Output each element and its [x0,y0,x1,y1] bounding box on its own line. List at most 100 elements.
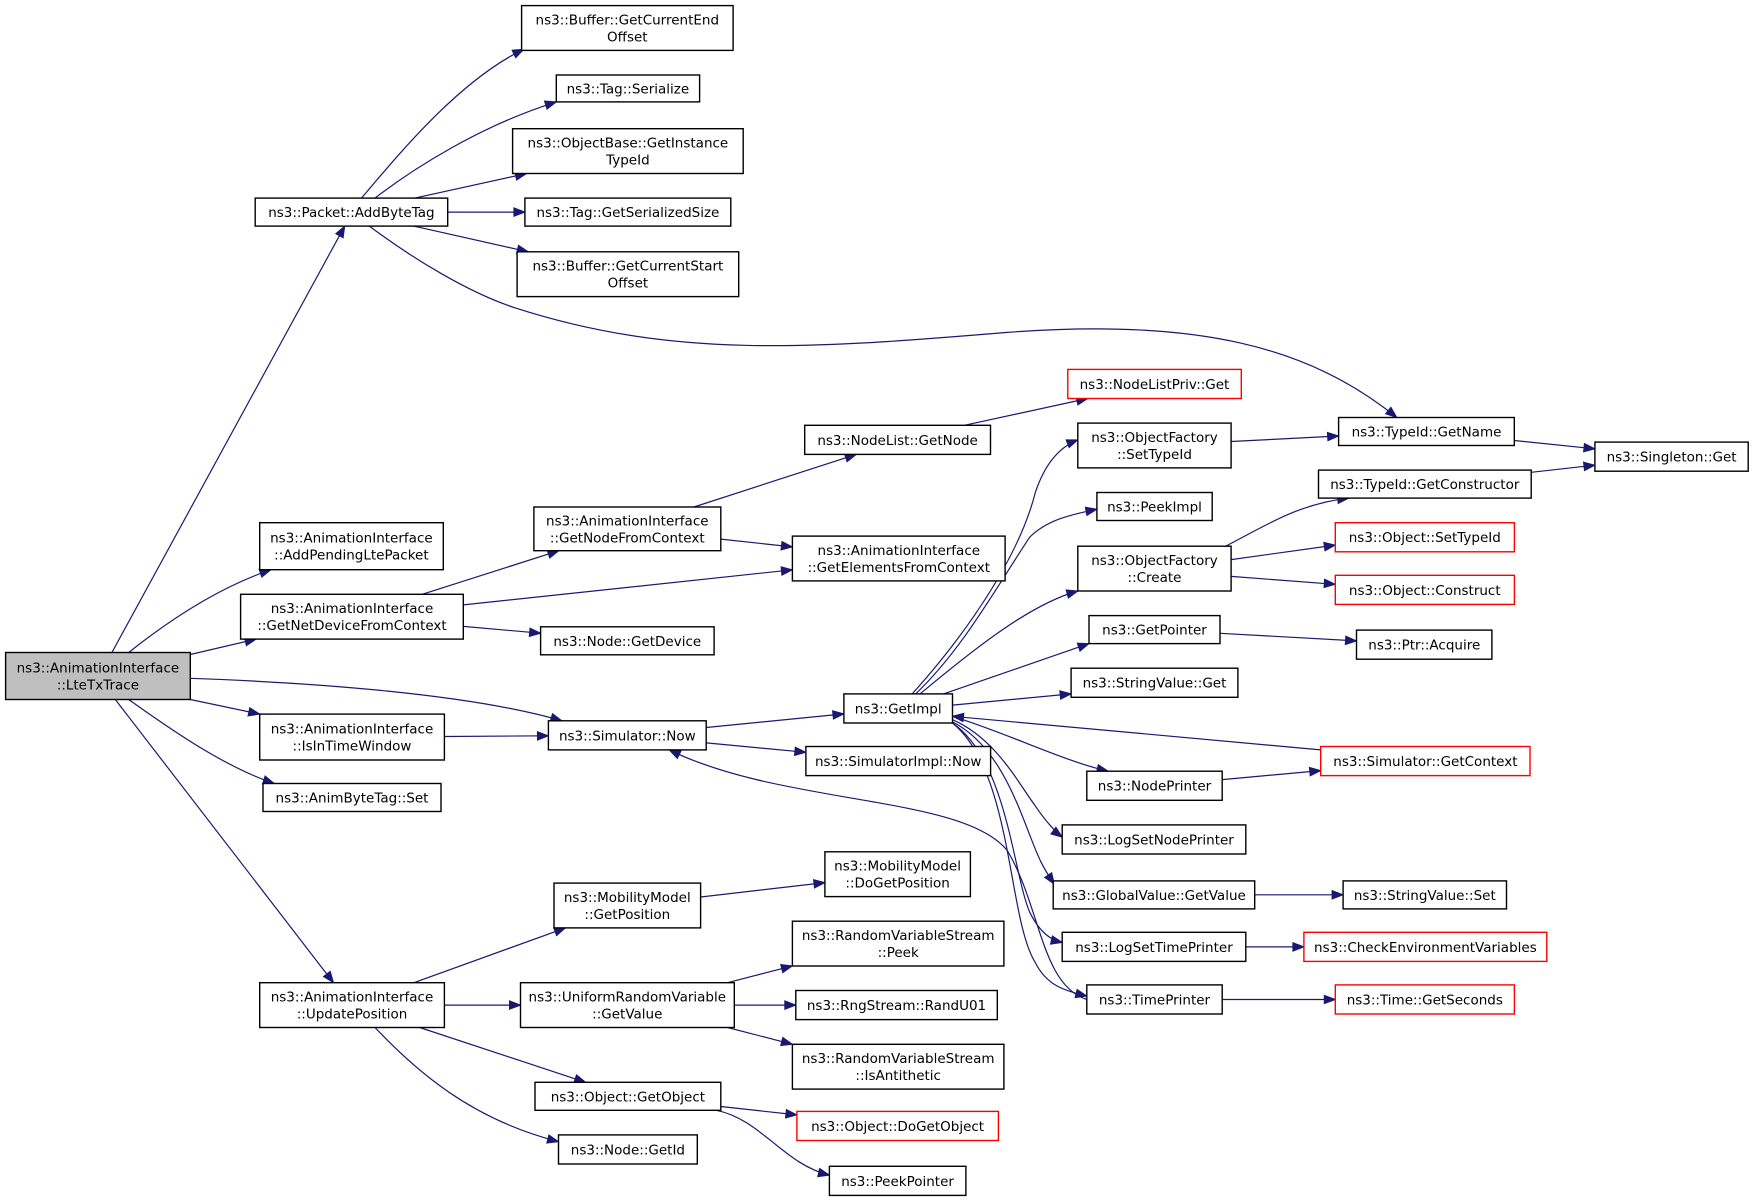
edge-line [1231,575,1336,585]
edge-line [463,625,541,634]
node-rvs_peek[interactable]: ns3::RandomVariableStream::Peek [791,920,1005,967]
arrow-head-icon [1065,439,1080,449]
arrow-head-icon [817,1167,831,1178]
node-rvs_isanti[interactable]: ns3::RandomVariableStream::IsAntithetic [791,1043,1005,1090]
arrow-head-icon [793,746,808,757]
node-obj_dogetobject[interactable]: ns3::Object::DoGetObject [796,1110,1000,1142]
edge-line [422,550,560,595]
node-stringvalue_get[interactable]: ns3::StringValue::Get [1070,667,1239,699]
node-label: ::GetNetDeviceFromContext [257,618,446,634]
node-sim_getcontext[interactable]: ns3::Simulator::GetContext [1319,745,1531,777]
node-updatepos[interactable]: ns3::AnimationInterface::UpdatePosition [259,982,446,1029]
node-logsetnodeprinter[interactable]: ns3::LogSetNodePrinter [1061,824,1247,855]
node-label: ns3::AnimByteTag::Set [276,791,429,807]
node-tag_size[interactable]: ns3::Tag::GetSerializedSize [524,197,732,227]
node-label: ns3::Object::SetTypeId [1349,530,1501,546]
node-addpending[interactable]: ns3::AnimationInterface::AddPendingLtePa… [259,522,445,571]
node-label: ::Peek [878,945,919,961]
edge-addbytetag-to-objbase [414,171,528,199]
node-typeid_getctor[interactable]: ns3::TypeId::GetConstructor [1317,469,1532,499]
node-box [1070,667,1239,699]
edge-root-to-addbytetag [111,224,346,653]
node-ptr_acquire[interactable]: ns3::Ptr::Acquire [1355,629,1493,660]
node-timeprinter[interactable]: ns3::TimePrinter [1086,984,1223,1015]
edge-line [706,742,806,753]
edge-line [915,508,1098,695]
node-of_create[interactable]: ns3::ObjectFactory::Create [1077,545,1232,592]
node-logsettimeprinter[interactable]: ns3::LogSetTimePrinter [1061,931,1247,963]
node-getpointer[interactable]: ns3::GetPointer [1088,614,1221,645]
node-rng_randu01[interactable]: ns3::RngStream::RandU01 [795,989,998,1021]
edge-getpointer-to-ptr_acquire [1219,632,1358,646]
edge-gv_getvalue-to-stringvalue_set [1254,889,1345,900]
node-getimpl[interactable]: ns3::GetImpl [843,693,954,724]
node-of_settypeid[interactable]: ns3::ObjectFactory::SetTypeId [1077,422,1232,469]
node-box [1067,368,1243,400]
edge-line [716,1109,830,1176]
node-getelements[interactable]: ns3::AnimationInterface::GetElementsFrom… [791,535,1006,582]
node-label: ::GetValue [592,1007,662,1023]
node-nodelist_getnode[interactable]: ns3::NodeList::GetNode [804,424,992,456]
node-obj_settypeid[interactable]: ns3::Object::SetTypeId [1334,522,1516,553]
node-label: ::GetPosition [584,907,670,923]
node-animset[interactable]: ns3::AnimByteTag::Set [262,782,442,813]
node-label: ns3::StringValue::Get [1083,676,1227,692]
node-obj_construct[interactable]: ns3::Object::Construct [1334,574,1516,606]
arrow-head-icon [780,540,794,551]
node-box [520,4,734,52]
edge-line [114,699,334,984]
node-singleton_get[interactable]: ns3::Singleton::Get [1594,441,1749,472]
node-box [843,693,954,724]
node-getnetdevice[interactable]: ns3::AnimationInterface::GetNetDeviceFro… [239,593,465,640]
node-node_getdevice[interactable]: ns3::Node::GetDevice [539,626,715,656]
node-time_getseconds[interactable]: ns3::Time::GetSeconds [1334,984,1516,1015]
node-box [524,197,732,227]
node-simimpl_now[interactable]: ns3::SimulatorImpl::Now [805,745,992,777]
edge-of_create-to-obj_settypeid [1231,541,1337,561]
node-label: ns3::ObjectBase::GetInstance [528,136,729,152]
node-label: ns3::AnimationInterface [818,543,981,559]
node-mm_dogetpos[interactable]: ns3::MobilityModel::DoGetPosition [824,851,972,898]
node-typeid_getname[interactable]: ns3::TypeId::GetName [1337,416,1515,447]
edge-sim_now-to-getimpl [706,710,846,729]
edge-getimpl-to-logsetnodeprinter [952,719,1064,839]
node-label: ns3::NodeList::GetNode [817,433,978,449]
node-label: ::GetNodeFromContext [550,530,705,546]
node-peekimpl[interactable]: ns3::PeekImpl [1096,491,1213,522]
node-peekpointer[interactable]: ns3::PeekPointer [828,1165,967,1197]
edge-root-to-updatepos [114,699,335,984]
node-obj_getobject[interactable]: ns3::Object::GetObject [534,1081,722,1112]
edge-line [419,1026,586,1083]
edge-line [952,715,1321,751]
node-label: ::Create [1128,570,1182,586]
node-root[interactable]: ns3::AnimationInterface::LteTxTrace [4,651,191,701]
node-label: ns3::Node::GetDevice [553,634,701,650]
node-nodelistpriv_get[interactable]: ns3::NodeListPriv::Get [1067,368,1243,400]
edge-obj_getobject-to-peekpointer [716,1109,831,1178]
node-box [1303,931,1548,963]
node-urv_getvalue[interactable]: ns3::UniformRandomVariable::GetValue [519,982,736,1029]
node-gv_getvalue[interactable]: ns3::GlobalValue::GetValue [1052,880,1256,910]
node-box [547,720,707,751]
arrow-head-icon [668,749,682,760]
edge-line [190,677,563,722]
node-isintime[interactable]: ns3::AnimationInterface::IsInTimeWindow [259,713,446,761]
node-box [795,989,998,1021]
arrow-head-icon [832,710,846,720]
node-checkenv[interactable]: ns3::CheckEnvironmentVariables [1303,931,1548,963]
node-node_getid[interactable]: ns3::Node::GetId [557,1134,699,1165]
node-label: ns3::Simulator::GetContext [1333,754,1517,770]
node-stringvalue_set[interactable]: ns3::StringValue::Set [1342,880,1508,910]
node-tag_ser[interactable]: ns3::Tag::Serialize [555,74,701,103]
node-addbytetag[interactable]: ns3::Packet::AddByteTag [254,197,449,227]
node-label: ns3::PeekPointer [841,1174,954,1190]
node-sim_now[interactable]: ns3::Simulator::Now [547,720,707,751]
node-nodeprinter[interactable]: ns3::NodePrinter [1086,770,1223,802]
arrow-head-icon [322,970,335,984]
node-getnodefromctx[interactable]: ns3::AnimationInterface::GetNodeFromCont… [533,506,722,552]
arrow-head-icon [951,712,965,723]
node-mm_getpos[interactable]: ns3::MobilityModel::GetPosition [553,882,702,929]
